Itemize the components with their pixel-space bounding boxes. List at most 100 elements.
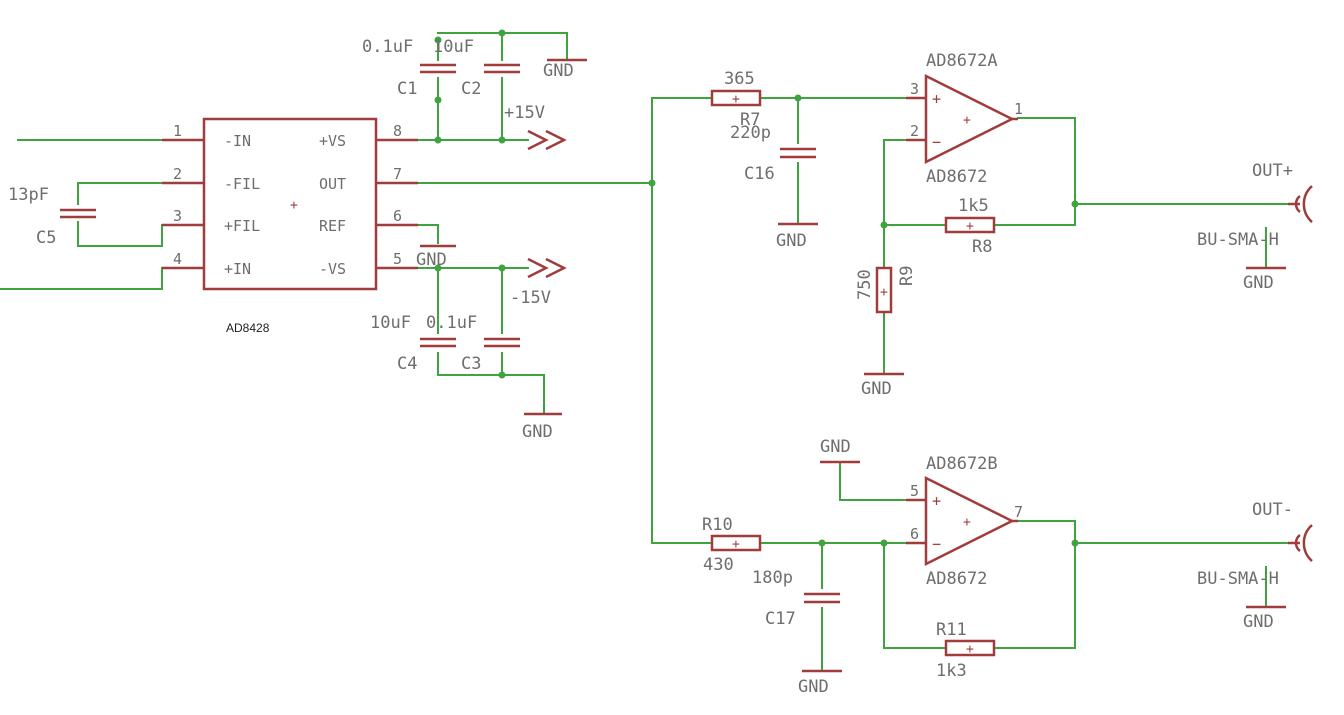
svg-text:+: + bbox=[290, 198, 298, 213]
capacitor-c17: 180p C17 bbox=[752, 568, 840, 629]
gnd-label-opamp-b: GND bbox=[820, 437, 851, 457]
capacitor-c16: 220p C16 bbox=[730, 123, 816, 184]
ad8428-pin-6-num: 6 bbox=[393, 207, 402, 225]
ad8428-name: AD8428 bbox=[226, 321, 270, 335]
c5-name: C5 bbox=[36, 228, 56, 248]
opamp-a-value: AD8672 bbox=[926, 167, 987, 187]
c5-value: 13pF bbox=[8, 185, 49, 205]
ad8428-pin-2-label: -FIL bbox=[224, 175, 260, 193]
ad8428-pin-3-label: +FIL bbox=[224, 217, 260, 235]
supply-neg: -15V bbox=[510, 257, 567, 308]
c1-value: 0.1uF bbox=[362, 37, 413, 57]
ad8428-pin-5-label: -VS bbox=[319, 260, 346, 278]
resistor-r7: + 365 R7 bbox=[710, 69, 762, 130]
c16-name: C16 bbox=[744, 164, 775, 184]
ad8428-pin-2-num: 2 bbox=[173, 165, 182, 183]
gnd-label-ref: GND bbox=[416, 250, 447, 270]
gnd-label-out-pos: GND bbox=[1243, 273, 1274, 293]
c3-name: C3 bbox=[461, 354, 481, 374]
opamp-a-pin-plus: 3 bbox=[910, 80, 919, 98]
ad8428-chip: + 1 2 3 4 -IN -FIL +FIL +IN 8 7 6 5 +VS … bbox=[162, 117, 418, 335]
r9-value: 750 bbox=[855, 269, 875, 300]
ad8428-pin-8-label: +VS bbox=[319, 132, 346, 150]
ad8428-pin-3-num: 3 bbox=[173, 207, 182, 225]
c17-name: C17 bbox=[765, 609, 796, 629]
capacitor-c4: 10uF C4 bbox=[370, 313, 456, 374]
supply-neg-label: -15V bbox=[510, 288, 551, 308]
svg-text:+: + bbox=[963, 113, 971, 128]
supply-pos-label: +15V bbox=[504, 103, 545, 123]
svg-text:+: + bbox=[880, 285, 888, 300]
svg-text:+: + bbox=[932, 492, 941, 510]
resistor-r11: + R11 1k3 bbox=[936, 620, 996, 681]
r10-value: 430 bbox=[703, 555, 734, 575]
ad8428-pin-4-label: +IN bbox=[224, 260, 251, 278]
gnd-label-c16: GND bbox=[776, 231, 807, 251]
r11-value: 1k3 bbox=[936, 661, 967, 681]
c4-name: C4 bbox=[397, 354, 417, 374]
ad8428-pin-1-label: -IN bbox=[224, 132, 251, 150]
svg-text:−: − bbox=[932, 535, 941, 553]
ad8428-pin-8-num: 8 bbox=[393, 122, 402, 140]
resistor-r10: + R10 430 bbox=[702, 515, 762, 575]
c2-name: C2 bbox=[461, 79, 481, 99]
r10-name: R10 bbox=[702, 515, 733, 535]
opamp-b-name: AD8672B bbox=[926, 454, 998, 474]
capacitor-c5: 13pF C5 bbox=[8, 185, 96, 248]
ad8428-pin-4-num: 4 bbox=[173, 250, 182, 268]
ground-symbols: GND GND GND GND GND GND GND GND GND bbox=[416, 58, 1286, 697]
capacitor-c2: 10uF C2 bbox=[433, 37, 520, 99]
out-neg-value: BU-SMA-H bbox=[1197, 569, 1279, 589]
opamp-b-pin-out: 7 bbox=[1014, 503, 1023, 521]
r7-value: 365 bbox=[724, 69, 755, 89]
ad8428-pin-6-label: REF bbox=[319, 217, 346, 235]
r8-value: 1k5 bbox=[958, 196, 989, 216]
sma-connector-out-neg: OUT- BU-SMA-H bbox=[1197, 500, 1313, 589]
ad8428-pin-7-label: OUT bbox=[319, 175, 346, 193]
opamp-a: + − + 3 2 1 AD8672A AD8672 bbox=[906, 51, 1023, 187]
sma-connector-out-pos: OUT+ BU-SMA-H bbox=[1197, 161, 1313, 250]
r8-name: R8 bbox=[972, 237, 992, 257]
opamp-a-pin-out: 1 bbox=[1014, 100, 1023, 118]
gnd-label-c17: GND bbox=[798, 677, 829, 697]
c1-name: C1 bbox=[397, 79, 417, 99]
out-pos-name: OUT+ bbox=[1252, 161, 1293, 181]
opamp-b-pin-plus: 5 bbox=[910, 482, 919, 500]
resistor-r8: + 1k5 R8 bbox=[944, 196, 996, 257]
svg-text:+: + bbox=[966, 642, 974, 657]
gnd-label-neg: GND bbox=[522, 422, 553, 442]
junctions bbox=[434, 29, 1079, 547]
opamp-b: + − + 5 6 7 AD8672B AD8672 bbox=[906, 454, 1023, 589]
supply-pos: +15V bbox=[504, 103, 567, 151]
c17-value: 180p bbox=[752, 568, 793, 588]
opamp-a-name: AD8672A bbox=[926, 51, 998, 71]
wires bbox=[0, 32, 1289, 671]
opamp-a-pin-minus: 2 bbox=[910, 122, 919, 140]
c4-value: 10uF bbox=[370, 313, 411, 333]
ad8428-pin-1-num: 1 bbox=[173, 122, 182, 140]
opamp-b-value: AD8672 bbox=[926, 569, 987, 589]
gnd-label-r9: GND bbox=[861, 379, 892, 399]
c3-value: 0.1uF bbox=[426, 313, 477, 333]
resistor-r9: + 750 R9 bbox=[855, 266, 917, 314]
capacitor-c1: 0.1uF C1 bbox=[362, 37, 456, 99]
svg-text:+: + bbox=[732, 92, 740, 107]
opamp-b-pin-minus: 6 bbox=[910, 525, 919, 543]
r7-name: R7 bbox=[740, 110, 760, 130]
svg-text:+: + bbox=[963, 515, 971, 530]
svg-text:−: − bbox=[932, 133, 941, 151]
r11-name: R11 bbox=[936, 620, 967, 640]
gnd-label-out-neg: GND bbox=[1243, 612, 1274, 632]
r9-name: R9 bbox=[897, 266, 917, 286]
ad8428-pin-5-num: 5 bbox=[393, 250, 402, 268]
svg-text:+: + bbox=[732, 537, 740, 552]
out-pos-value: BU-SMA-H bbox=[1197, 230, 1279, 250]
svg-text:+: + bbox=[932, 90, 941, 108]
gnd-label-top: GND bbox=[543, 61, 574, 81]
svg-text:+: + bbox=[966, 219, 974, 234]
c2-value: 10uF bbox=[433, 37, 474, 57]
c16-value: 220p bbox=[730, 123, 771, 143]
capacitor-c3: 0.1uF C3 bbox=[426, 313, 520, 374]
ad8428-pin-7-num: 7 bbox=[393, 165, 402, 183]
